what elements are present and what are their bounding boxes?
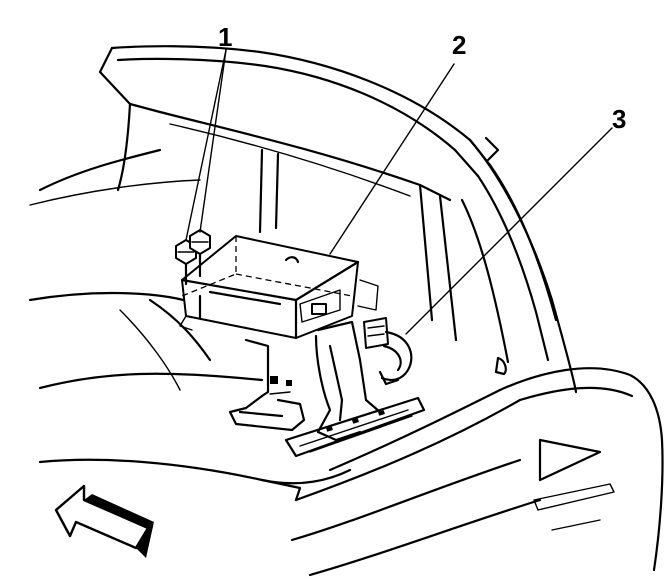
control-module (179, 235, 379, 340)
mounting-nuts (175, 229, 211, 286)
rear-body-outline (29, 45, 492, 342)
front-direction-arrow-icon (54, 484, 154, 558)
quarter-panel (290, 136, 664, 577)
callout-leaders (185, 49, 613, 335)
callout-1: 1 (218, 22, 232, 52)
electrical-connector (363, 317, 413, 386)
callout-2: 2 (452, 30, 466, 60)
floor-mount-strip (284, 396, 426, 458)
callout-3: 3 (612, 104, 626, 134)
mounting-bracket (228, 320, 382, 442)
